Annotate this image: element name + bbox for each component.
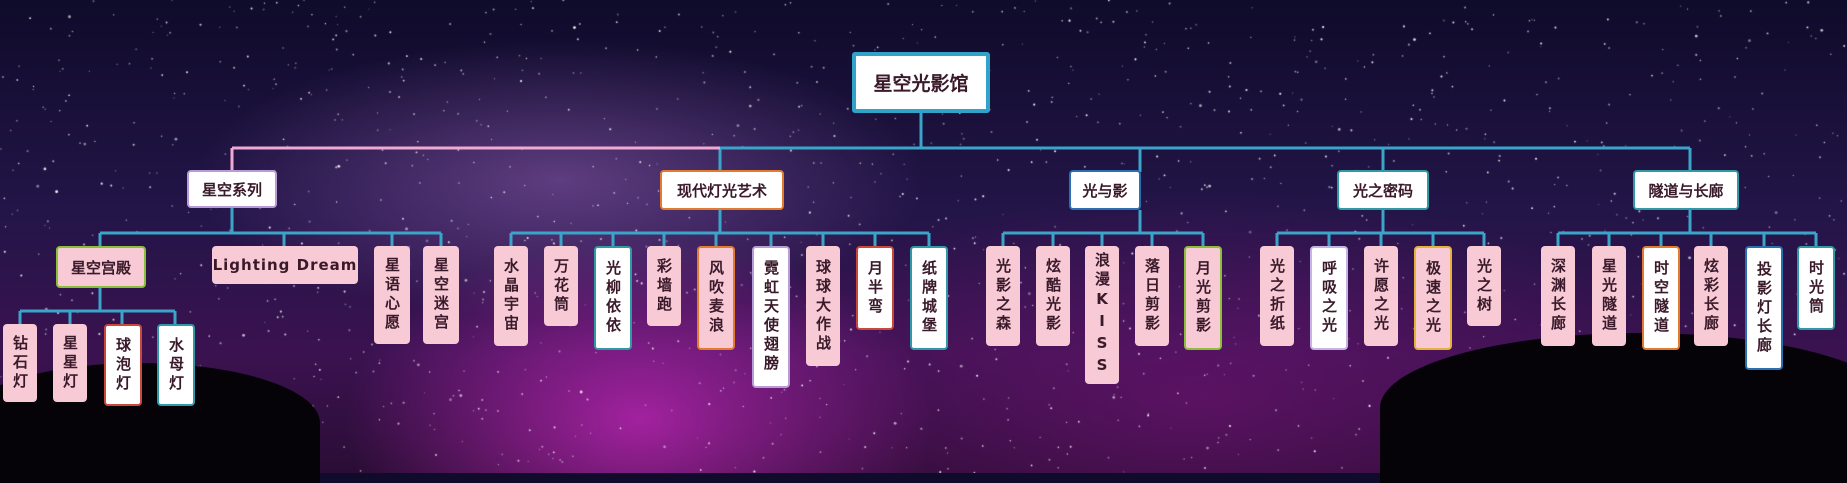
root-node-title: 星空光影馆 [852, 52, 990, 113]
node-xuyuan-zhiguang: 许愿之光 [1364, 246, 1398, 346]
node-guangying-zhisen: 光影之森 [986, 246, 1020, 346]
node-guangzhi-shu: 光之树 [1467, 246, 1501, 326]
node-shiguang-tong: 时光筒 [1797, 246, 1835, 330]
node-xingguang-suidao: 星光隧道 [1592, 246, 1626, 346]
node-lighting-dream: Lighting Dream [212, 246, 358, 284]
node-shuijing-yuzhou: 水晶宇宙 [494, 246, 528, 346]
category-suidao: 隧道与长廊 [1633, 170, 1739, 210]
category-xingkong: 星空系列 [187, 170, 277, 208]
node-shikong-suidao: 时空隧道 [1642, 246, 1680, 350]
node-qiupao-deng: 球泡灯 [104, 324, 142, 406]
node-caiqiang-pao: 彩墙跑 [647, 246, 681, 326]
node-zhipai-chengbao: 纸牌城堡 [910, 246, 948, 350]
node-touying-deng-changlang: 投影灯长廊 [1745, 246, 1783, 370]
node-huxi-zhiguang: 呼吸之光 [1310, 246, 1348, 350]
node-qiuqiu-dazuozhan: 球球大作战 [806, 246, 840, 366]
node-xingkong-gongdian: 星空宫殿 [56, 246, 146, 288]
node-yueguang-jianying: 月光剪影 [1184, 246, 1222, 350]
category-guangying: 光与影 [1069, 170, 1141, 210]
node-xingyu-xinyuan: 星语心愿 [374, 246, 410, 344]
node-xuanku-guangying: 炫酷光影 [1036, 246, 1070, 346]
node-yuebanwan: 月半弯 [856, 246, 894, 330]
category-mima: 光之密码 [1337, 170, 1429, 210]
node-shenyuan-changlang: 深渊长廊 [1541, 246, 1575, 346]
node-xingkong-migong: 星空迷宫 [423, 246, 459, 344]
node-shuimu-deng: 水母灯 [157, 324, 195, 406]
node-langman-kiss: 浪漫KISS [1085, 246, 1119, 384]
node-guangzhi-zhezhi: 光之折纸 [1260, 246, 1294, 346]
node-xingxing-deng: 星星灯 [53, 324, 87, 402]
node-fengchui-mailang: 风吹麦浪 [697, 246, 735, 350]
node-xuancai-changlang: 炫彩长廊 [1694, 246, 1728, 346]
node-zuanshi-deng: 钻石灯 [3, 324, 37, 402]
node-jisu-zhiguang: 极速之光 [1414, 246, 1452, 350]
node-guangliu-yiyi: 光柳依依 [594, 246, 632, 350]
category-xiandai: 现代灯光艺术 [660, 170, 784, 210]
node-wanhuatong: 万花筒 [544, 246, 578, 326]
node-nihong-chibang: 霓虹天使翅膀 [752, 246, 790, 388]
node-luori-jianying: 落日剪影 [1135, 246, 1169, 346]
